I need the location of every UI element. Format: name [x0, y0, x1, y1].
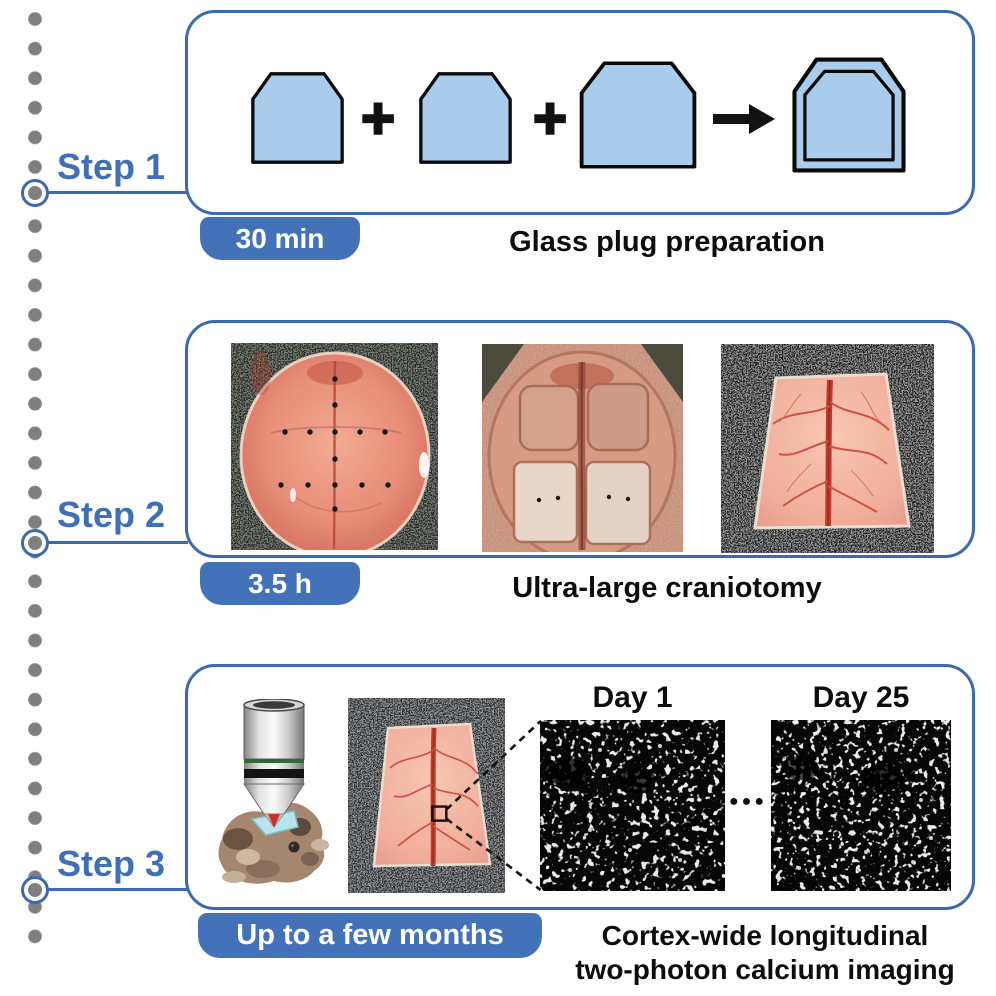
step-1-title: Glass plug preparation [509, 226, 825, 258]
glass-piece-large-icon [578, 60, 698, 170]
step-3-label: Step 3 [57, 843, 166, 884]
ellipsis-dots-icon: ●●● [729, 793, 767, 810]
step-3-title-line2: two-photon calcium imaging [575, 954, 955, 985]
step-1-panel: + + [185, 10, 975, 215]
step-1-duration-badge: 30 min [200, 217, 360, 260]
stacked-glass-plug-icon [791, 56, 907, 174]
skull-scored-photo [482, 344, 683, 552]
step-3-title: Cortex-wide longitudinal two-photon calc… [550, 919, 980, 987]
mouse-two-photon-illustration [208, 699, 340, 885]
zoom-square-marker [431, 805, 448, 822]
plus-icon: + [532, 86, 568, 151]
skull-markers-photo [231, 343, 438, 550]
objective-lens-icon [243, 699, 305, 828]
step-2-panel [185, 320, 975, 558]
timeline-dotted-line [28, 12, 42, 956]
step-3-duration-badge: Up to a few months [198, 913, 542, 958]
glass-piece-icon [250, 71, 345, 165]
cranial-window-photo-small [348, 698, 505, 893]
timeline-node-2 [21, 529, 49, 557]
step-1-label: Step 1 [57, 146, 166, 187]
glass-piece-icon [418, 71, 513, 165]
timeline-node-dot [28, 186, 42, 200]
timeline-connector-2 [40, 541, 188, 544]
timeline-node-dot [28, 536, 42, 550]
calcium-image-day1 [540, 720, 725, 891]
arrow-right-icon [713, 103, 775, 135]
timeline-connector-1 [40, 191, 188, 194]
day-25-label: Day 25 [812, 681, 910, 714]
timeline-connector-3 [40, 888, 188, 891]
timeline-node-1 [21, 179, 49, 207]
step-2-title: Ultra-large craniotomy [512, 572, 822, 604]
step-2-duration-badge: 3.5 h [200, 562, 360, 605]
plus-icon: + [360, 86, 396, 151]
day-1-label: Day 1 [592, 681, 673, 714]
cranial-window-photo [721, 344, 934, 553]
step-3-panel: Day 1 ●●● Day 25 [185, 664, 975, 910]
timeline-node-3 [21, 876, 49, 904]
timeline-node-dot [28, 883, 42, 897]
step-2-label: Step 2 [57, 494, 166, 535]
calcium-image-day25 [771, 720, 951, 891]
step-3-title-line1: Cortex-wide longitudinal [601, 920, 929, 951]
zoom-dashed-lines [431, 720, 542, 891]
